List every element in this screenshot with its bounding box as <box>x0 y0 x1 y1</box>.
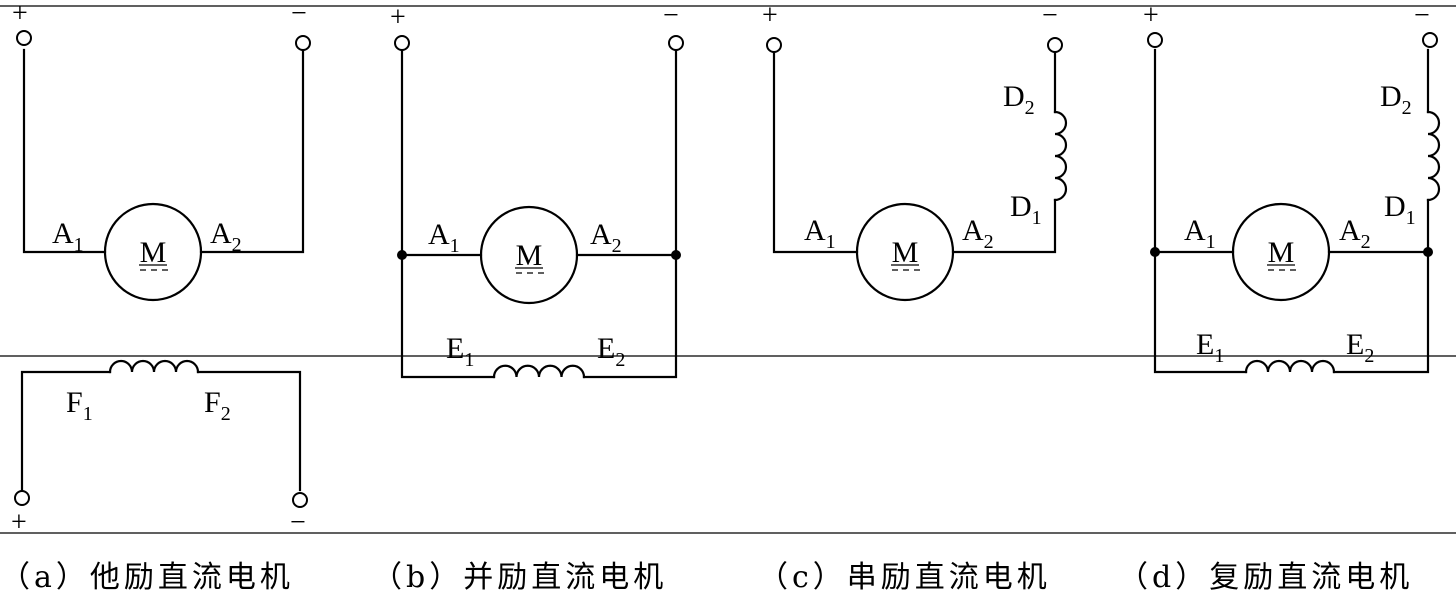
panel-d-main-wire <box>1153 48 1430 374</box>
panel-b-minus-terminal <box>668 35 684 51</box>
panel-a-field-coil <box>108 359 200 374</box>
panel-b-right-junction <box>671 250 681 260</box>
panel-d-plus-sign: + <box>1143 0 1159 31</box>
panel-d-shunt-coil <box>1244 359 1336 374</box>
panel-a-field-plus-terminal <box>14 490 30 506</box>
panel-b-motor-circle <box>479 205 579 305</box>
panel-a-armature-wire <box>22 48 305 254</box>
panel-d-left-junction <box>1150 247 1160 257</box>
panel-a-motor-label: M <box>140 236 167 269</box>
panel-a-a1-label: A1 <box>52 217 84 256</box>
panel-b-a2-label: A2 <box>590 218 622 257</box>
panel-b-a1-label: A1 <box>428 218 460 257</box>
panel-c-minus-terminal <box>1047 37 1063 53</box>
panel-b-left-junction <box>397 250 407 260</box>
panel-a-field-minus-sign: − <box>290 507 306 538</box>
panel-d-a2-label: A2 <box>1339 214 1371 253</box>
panel-a-field-plus-sign: + <box>11 507 27 538</box>
panel-b-caption: （b）并励直流电机 <box>372 560 668 595</box>
panel-d-motor-circle <box>1231 202 1331 302</box>
panel-c-motor-circle <box>855 202 955 302</box>
panel-d-e1-label: E1 <box>1196 328 1224 367</box>
panel-c-motor-underline <box>891 264 920 271</box>
panel-d-minus-sign: − <box>1414 0 1430 31</box>
panel-a-f1-label: F1 <box>66 386 93 425</box>
panel-d-d2-label: D2 <box>1380 80 1412 119</box>
panel-a-plus-terminal <box>16 30 32 46</box>
panel-c-d1-label: D1 <box>1010 190 1042 229</box>
panel-d-right-junction <box>1423 247 1433 257</box>
panel-c-a2-label: A2 <box>962 214 994 253</box>
panel-d-d1-label: D1 <box>1384 190 1416 229</box>
panel-d-e2-label: E2 <box>1346 328 1374 367</box>
panel-b-e1-label: E1 <box>446 332 474 371</box>
panel-d-a1-label: A1 <box>1184 214 1216 253</box>
panel-b-e2-label: E2 <box>597 332 625 371</box>
panel-d-motor-underline <box>1267 264 1296 271</box>
panel-c-caption: （c）串励直流电机 <box>758 560 1051 595</box>
panel-b-main-wire <box>400 48 678 379</box>
panel-a-f2-label: F2 <box>204 386 231 425</box>
panel-d-compound: M + − A1 A2 D2 D1 E1 E2 <box>1143 0 1441 374</box>
panel-c-plus-sign: + <box>762 0 778 31</box>
panel-a-field-wire <box>20 370 302 492</box>
panel-c-series-coil <box>1053 110 1068 202</box>
panel-b-motor-label: M <box>516 239 543 272</box>
panel-c-d2-label: D2 <box>1003 80 1035 119</box>
panel-b-plus-sign: + <box>390 2 406 33</box>
panel-a-separately-excited: M + − A1 A2 + − F1 F2 <box>11 0 311 538</box>
panel-a-motor-circle <box>103 202 203 302</box>
panel-a-minus-terminal <box>295 35 311 51</box>
panel-c-plus-terminal <box>766 37 782 53</box>
panel-d-minus-terminal <box>1422 32 1438 48</box>
panel-c-armature-wire <box>772 48 1057 254</box>
panel-b-plus-terminal <box>394 35 410 51</box>
panel-c-minus-sign: − <box>1042 0 1058 31</box>
panel-d-series-coil <box>1426 110 1441 202</box>
panel-a-motor-underline <box>139 264 168 271</box>
panel-b-shunt: M + − A1 A2 E1 E2 <box>390 0 684 379</box>
panel-a-caption: （a）他励直流电机 <box>0 560 294 595</box>
panel-b-minus-sign: − <box>663 0 679 31</box>
panel-a-a2-label: A2 <box>210 217 242 256</box>
panel-a-minus-sign: − <box>291 0 307 29</box>
panel-d-motor-label: M <box>1268 236 1295 269</box>
panel-c-series: M + − A1 A2 D2 D1 <box>762 0 1068 302</box>
panel-a-plus-sign: + <box>12 0 28 29</box>
panel-a-field-minus-terminal <box>292 492 308 508</box>
panel-b-motor-underline <box>515 267 544 274</box>
panel-d-plus-terminal <box>1147 32 1163 48</box>
panel-d-caption: （d）复励直流电机 <box>1118 560 1414 595</box>
panel-c-motor-label: M <box>892 236 919 269</box>
panel-b-shunt-coil <box>492 364 586 379</box>
panel-c-a1-label: A1 <box>804 214 836 253</box>
